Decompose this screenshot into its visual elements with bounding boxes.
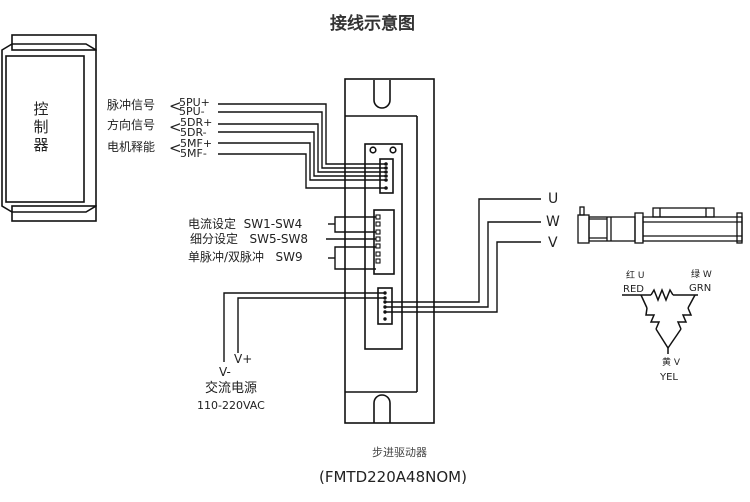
phase-v-label: V: [548, 235, 558, 251]
switch-microstep-name: 细分设定: [190, 232, 239, 246]
winding-red-en: RED: [623, 284, 644, 295]
winding-yellow-en: YEL: [660, 372, 678, 383]
diagram-title: 接线示意图: [330, 14, 415, 34]
bracket-pulse-icon: <: [169, 97, 182, 115]
pin-5dr-plus: 5DR+: [180, 116, 213, 129]
power-label: 交流电源: [205, 381, 258, 396]
bottom-mount-slot: [373, 394, 391, 423]
signal-label-enable: 电机释能: [107, 140, 156, 154]
winding-delta-icon: [622, 287, 698, 354]
power-spec: 110-220VAC: [197, 399, 265, 412]
switch-brackets: [326, 216, 376, 270]
bracket-enable-icon: <: [169, 139, 182, 157]
pin-5pu-plus: 5PU+: [179, 96, 210, 109]
controller-label: 控制器: [33, 100, 49, 154]
signal-label-pulse: 脉冲信号: [107, 98, 156, 112]
power-v-minus: V-: [219, 365, 231, 379]
phase-u-label: U: [548, 191, 559, 207]
pin-5mf-plus: 5MF+: [180, 137, 213, 150]
winding-red-cn: 红 U: [626, 271, 645, 281]
power-motor-connector: [377, 287, 393, 325]
motor-wires: [385, 198, 541, 313]
switch-microstep-range: SW5-SW8: [249, 232, 309, 246]
controller-box: [1, 34, 97, 222]
driver-housing: [344, 78, 435, 424]
power-motor-connector-pins: [383, 291, 387, 321]
dip-switch-block: [373, 209, 395, 275]
winding-yellow-cn: 黄 V: [662, 358, 681, 368]
winding-green-en: GRN: [689, 283, 712, 294]
signal-connector: [379, 158, 394, 194]
signal-wires: [218, 103, 385, 189]
pin-5dr-minus: 5DR-: [180, 126, 207, 139]
switch-pulse-mode-name: 单脉冲/双脉冲: [188, 250, 265, 264]
switch-microstep-label: 细分设定 SW5-SW8: [190, 233, 308, 245]
switch-current-range: SW1-SW4: [243, 217, 303, 231]
top-mount-slot: [373, 80, 391, 109]
driver-caption: 步进驱动器: [372, 446, 427, 459]
switch-pulse-mode-range: SW9: [275, 250, 303, 264]
signal-connector-pins: [384, 162, 388, 190]
winding-green-cn: 绿 W: [691, 270, 712, 280]
pin-5pu-minus: 5PU-: [179, 105, 205, 118]
power-wires: [223, 292, 385, 362]
switch-current-name: 电流设定: [188, 217, 237, 231]
switch-pulse-mode-label: 单脉冲/双脉冲 SW9: [188, 251, 303, 263]
signal-label-direction: 方向信号: [107, 118, 156, 132]
motor-actuator-icon: [577, 206, 743, 244]
switch-current-label: 电流设定 SW1-SW4: [188, 218, 302, 230]
power-v-plus: V+: [234, 352, 253, 366]
driver-model: (FMTD220A48NOM): [319, 468, 467, 486]
phase-w-label: W: [546, 214, 560, 230]
bracket-direction-icon: <: [169, 118, 182, 136]
pin-5mf-minus: 5MF-: [180, 147, 207, 160]
